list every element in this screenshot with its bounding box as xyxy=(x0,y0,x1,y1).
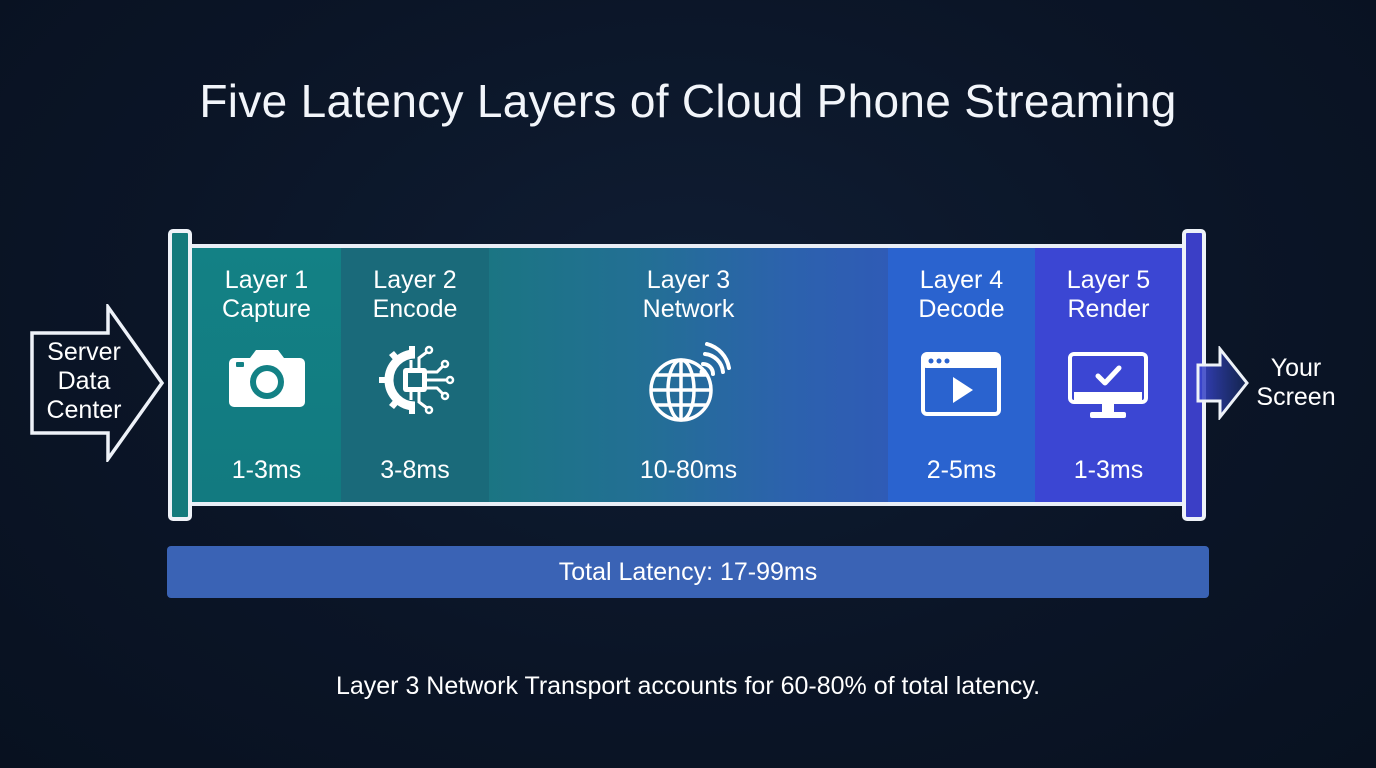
source-line-2: Data xyxy=(57,367,111,395)
layer-2-segment: Layer 2 Encode xyxy=(341,248,489,502)
source-arrow-icon xyxy=(30,304,165,462)
destination-arrow-icon xyxy=(1196,346,1249,420)
layer-4-name: Layer 4 xyxy=(919,266,1004,294)
globe-signal-icon xyxy=(649,342,731,422)
layer-1-stage: Capture xyxy=(222,295,311,323)
destination-label: Your Screen xyxy=(1246,354,1346,412)
layer-4-segment: Layer 4 Decode 2-5ms xyxy=(888,248,1035,502)
chip-gear-icon xyxy=(379,345,455,415)
layer-2-latency: 3-8ms xyxy=(380,456,450,484)
destination-line-2: Screen xyxy=(1256,383,1336,411)
layer-4-stage: Decode xyxy=(918,295,1005,323)
layer-3-name: Layer 3 xyxy=(646,266,731,294)
camera-icon xyxy=(229,350,305,407)
pipe-left-cap xyxy=(168,229,192,521)
monitor-check-icon xyxy=(1068,352,1148,418)
latency-pipe: Layer 1 Capture 1-3ms Layer 2 Encode xyxy=(180,244,1196,506)
layer-5-name: Layer 5 xyxy=(1066,266,1151,294)
layer-2-stage: Encode xyxy=(372,295,458,323)
layer-3-segment: Layer 3 Network 10-80ms xyxy=(489,248,888,502)
total-latency-bar: Total Latency: 17-99ms xyxy=(167,546,1209,598)
video-player-icon xyxy=(921,352,1001,416)
layer-5-latency: 1-3ms xyxy=(1073,456,1144,484)
source-line-1: Server xyxy=(47,338,121,366)
diagram-title: Five Latency Layers of Cloud Phone Strea… xyxy=(199,75,1177,127)
layer-3-latency: 10-80ms xyxy=(639,456,738,484)
layer-1-name: Layer 1 xyxy=(224,266,309,294)
layer-3-stage: Network xyxy=(642,295,735,323)
pipe-right-cap xyxy=(1182,229,1206,521)
layer-5-stage: Render xyxy=(1067,295,1150,323)
footnote: Layer 3 Network Transport accounts for 6… xyxy=(335,672,1041,700)
source-line-3: Center xyxy=(46,396,122,424)
layer-2-name: Layer 2 xyxy=(373,266,457,294)
destination-line-1: Your xyxy=(1270,354,1322,382)
layer-4-latency: 2-5ms xyxy=(926,456,997,484)
layer-1-latency: 1-3ms xyxy=(231,456,302,484)
layer-1-segment: Layer 1 Capture 1-3ms xyxy=(192,248,341,502)
source-label: Server Data Center xyxy=(30,338,138,425)
layer-5-segment: Layer 5 Render 1-3ms xyxy=(1035,248,1182,502)
